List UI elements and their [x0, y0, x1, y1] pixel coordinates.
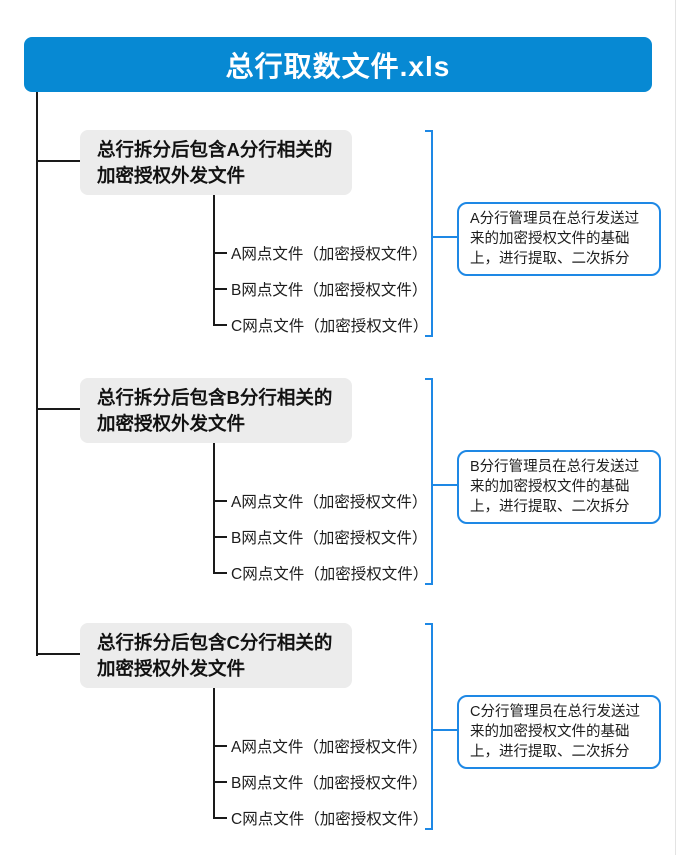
leaf-item: A网点文件（加密授权文件） — [231, 246, 428, 263]
branch-node-label-line1: 总行拆分后包含C分行相关的 — [97, 632, 333, 653]
branch-c: 总行拆分后包含C分行相关的 加密授权外发文件 A网点文件（加密授权文件） B网点… — [0, 623, 675, 835]
note-text-line1: C分行管理员在总行发送过 — [470, 704, 640, 720]
trunk-line — [36, 92, 38, 656]
leaf-item: B网点文件（加密授权文件） — [231, 775, 428, 792]
note-bracket — [425, 130, 433, 337]
root-node-title: 总行取数文件.xls — [225, 50, 451, 82]
leaf-item: C网点文件（加密授权文件） — [231, 811, 429, 828]
leaf-tick — [213, 536, 227, 538]
branch-node: 总行拆分后包含B分行相关的 加密授权外发文件 — [80, 378, 352, 443]
note-text-line3: 上，进行提取、二次拆分 — [470, 744, 630, 760]
leaf-item: C网点文件（加密授权文件） — [231, 318, 429, 335]
branch-node: 总行拆分后包含A分行相关的 加密授权外发文件 — [80, 130, 352, 195]
branch-node-label-line2: 加密授权外发文件 — [97, 413, 246, 434]
note-bracket — [425, 378, 433, 585]
branch-node-label-line2: 加密授权外发文件 — [97, 165, 246, 186]
note-text-line2: 来的加密授权文件的基础 — [470, 479, 630, 495]
note-text-line2: 来的加密授权文件的基础 — [470, 231, 630, 247]
branch-connector-line — [36, 653, 80, 655]
leaf-tick — [213, 288, 227, 290]
leaf-tick — [213, 817, 227, 819]
branch-node: 总行拆分后包含C分行相关的 加密授权外发文件 — [80, 623, 352, 688]
branch-node-label-line1: 总行拆分后包含B分行相关的 — [97, 387, 333, 408]
note-text-line1: A分行管理员在总行发送过 — [470, 211, 640, 227]
leaf-tick — [213, 781, 227, 783]
branch-node-label-line1: 总行拆分后包含A分行相关的 — [97, 139, 333, 160]
children-line — [213, 443, 215, 574]
leaf-tick — [213, 252, 227, 254]
note-text-line3: 上，进行提取、二次拆分 — [470, 251, 630, 267]
leaf-item: B网点文件（加密授权文件） — [231, 282, 428, 299]
branch-node-label-line2: 加密授权外发文件 — [97, 658, 246, 679]
note-connector-line — [433, 236, 457, 238]
note-bracket — [425, 623, 433, 830]
note-connector-line — [433, 729, 457, 731]
branch-a: 总行拆分后包含A分行相关的 加密授权外发文件 A网点文件（加密授权文件） B网点… — [0, 130, 675, 342]
leaf-tick — [213, 572, 227, 574]
note-callout: A分行管理员在总行发送过 来的加密授权文件的基础 上，进行提取、二次拆分 — [457, 202, 661, 276]
leaf-item: A网点文件（加密授权文件） — [231, 494, 428, 511]
branch-b: 总行拆分后包含B分行相关的 加密授权外发文件 A网点文件（加密授权文件） B网点… — [0, 378, 675, 590]
leaf-item: B网点文件（加密授权文件） — [231, 530, 428, 547]
note-callout: B分行管理员在总行发送过 来的加密授权文件的基础 上，进行提取、二次拆分 — [457, 450, 661, 524]
note-text-line2: 来的加密授权文件的基础 — [470, 724, 630, 740]
leaf-tick — [213, 500, 227, 502]
leaf-item: A网点文件（加密授权文件） — [231, 739, 428, 756]
branch-connector-line — [36, 408, 80, 410]
note-callout: C分行管理员在总行发送过 来的加密授权文件的基础 上，进行提取、二次拆分 — [457, 695, 661, 769]
note-text-line1: B分行管理员在总行发送过 — [470, 459, 640, 475]
children-line — [213, 688, 215, 819]
root-node: 总行取数文件.xls — [24, 37, 652, 92]
leaf-tick — [213, 324, 227, 326]
note-text-line3: 上，进行提取、二次拆分 — [470, 499, 630, 515]
children-line — [213, 195, 215, 326]
branch-connector-line — [36, 160, 80, 162]
note-connector-line — [433, 484, 457, 486]
leaf-tick — [213, 745, 227, 747]
leaf-item: C网点文件（加密授权文件） — [231, 566, 429, 583]
